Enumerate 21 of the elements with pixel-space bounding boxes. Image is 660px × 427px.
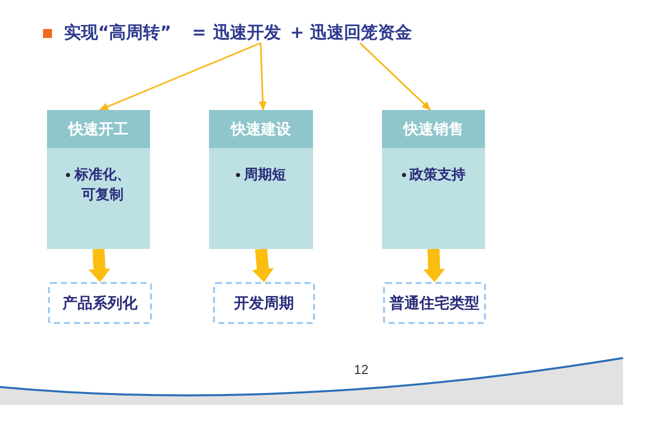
card-header: 快速建设 [209, 110, 313, 148]
heading-text: + [290, 23, 304, 43]
result-box: 开发周期 [213, 282, 315, 324]
bullet-text: 周期短 [244, 166, 286, 185]
card-header: 快速销售 [382, 110, 485, 148]
arrow [359, 42, 431, 111]
heading-text: 实现“高周转” [64, 23, 172, 43]
category-card [209, 110, 313, 249]
card-header: 快速开工 [47, 110, 150, 148]
category-card [382, 110, 485, 249]
heading-phrase: 迅速回笼资金 [310, 23, 412, 43]
heading-text: = [192, 23, 206, 43]
arrow [99, 42, 261, 111]
result-box: 普通住宅类型 [383, 282, 486, 324]
arrow [258, 42, 267, 110]
category-card [47, 110, 150, 249]
result-box: 产品系列化 [48, 282, 152, 324]
heading-phrase: 迅速开发 [213, 23, 281, 43]
page-number: 12 [354, 362, 368, 378]
bullet-text: 标准化、可复制 [74, 166, 132, 205]
bullet-text: 政策支持 [410, 166, 466, 185]
